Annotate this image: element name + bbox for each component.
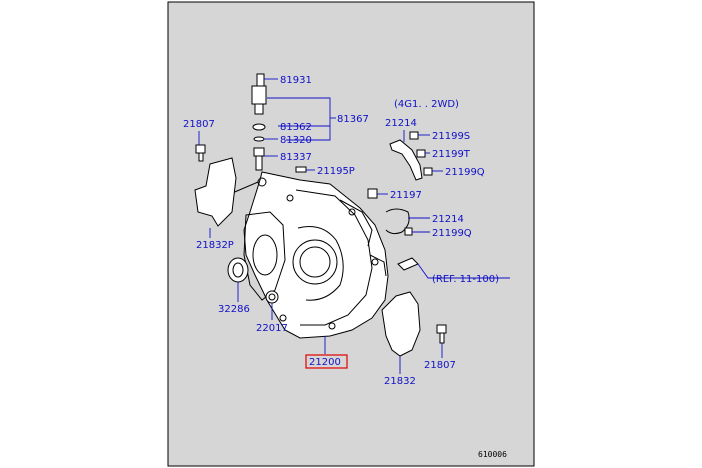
leader-lines (198, 78, 510, 374)
callout-81931[interactable]: 81931 (280, 75, 312, 86)
pin-21195p-drawing (295, 166, 307, 173)
bracket-21832-drawing (381, 291, 421, 357)
callout-81320[interactable]: 81320 (280, 135, 312, 146)
callout-32286[interactable]: 32286 (218, 304, 250, 315)
callout-22017[interactable]: 22017 (256, 323, 288, 334)
callout-21195p[interactable]: 21195P (317, 166, 355, 177)
callout-21199q-top[interactable]: 21199Q (445, 167, 485, 178)
callout-21197[interactable]: 21197 (390, 190, 422, 201)
callout-21807-right[interactable]: 21807 (424, 360, 456, 371)
callout-21200[interactable]: 21200 (309, 357, 341, 368)
callout-81337[interactable]: 81337 (280, 152, 312, 163)
oil-seal-22017-drawing (265, 290, 279, 304)
bracket-21832p-drawing (194, 157, 237, 227)
callout-4g1-2wd: (4G1. . 2WD) (394, 99, 459, 110)
diagram-code: 610006 (478, 450, 507, 459)
callout-ref-11-100[interactable]: (REF. 11-100) (432, 274, 499, 285)
callout-21214-mid[interactable]: 21214 (432, 214, 464, 225)
retainer-clip-group-drawing (389, 131, 433, 181)
callout-21199t[interactable]: 21199T (432, 149, 471, 160)
retainer-clip-21214-drawing (385, 208, 413, 236)
callout-81362[interactable]: 81362 (280, 122, 312, 133)
callout-21200-highlight-box (305, 354, 348, 369)
callout-21832[interactable]: 21832 (384, 376, 416, 387)
callout-81367[interactable]: 81367 (337, 114, 369, 125)
bolt-21807-left-drawing (195, 144, 206, 162)
callout-21199s[interactable]: 21199S (432, 131, 470, 142)
callout-21807-left[interactable]: 21807 (183, 119, 215, 130)
oil-seal-32286-drawing (227, 257, 249, 283)
callout-21214-top[interactable]: 21214 (385, 118, 417, 129)
callout-21832p[interactable]: 21832P (196, 240, 234, 251)
plug-21197-drawing (367, 188, 378, 199)
speed-sensor-drawing (251, 73, 267, 171)
callout-21199q-mid[interactable]: 21199Q (432, 228, 472, 239)
